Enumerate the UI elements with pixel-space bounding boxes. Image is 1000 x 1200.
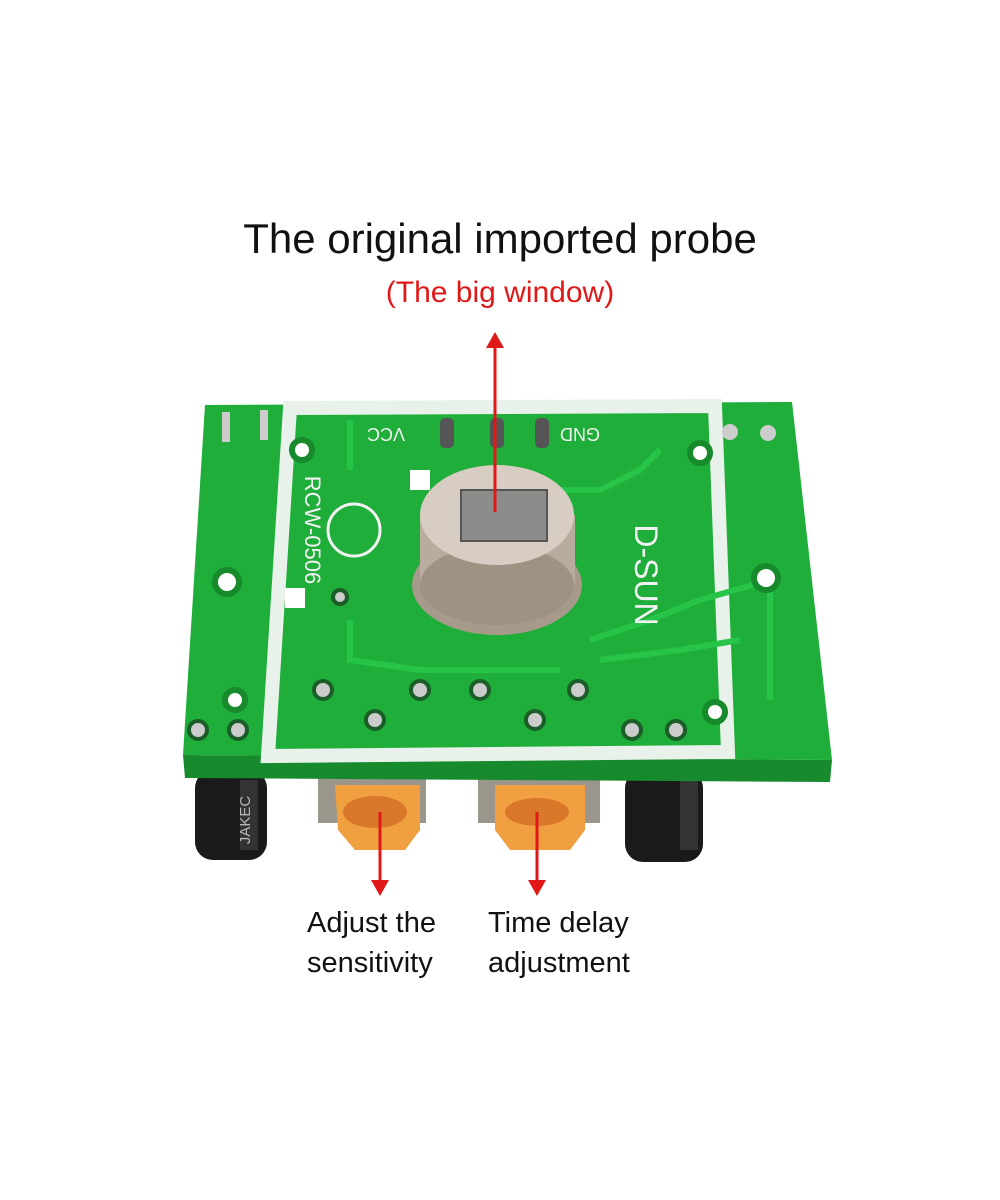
- square-pad: [285, 588, 305, 608]
- pcb-traces: [347, 420, 773, 700]
- capacitor-brand-label: JAKEC: [237, 796, 254, 845]
- sensitivity-potentiometer: [318, 778, 426, 850]
- model-label: RCW-0506: [300, 476, 325, 584]
- callout-line: sensitivity: [307, 947, 433, 979]
- title: The original imported probe: [243, 215, 757, 262]
- gnd-label: GND: [560, 424, 600, 444]
- sensitivity-callout: Adjust the sensitivity: [307, 903, 436, 983]
- capacitor-left: JAKEC: [195, 770, 267, 860]
- callout-line: Adjust the: [307, 907, 436, 939]
- time-delay-callout: Time delay adjustment: [488, 903, 630, 983]
- callout-line: Time delay: [488, 907, 629, 939]
- header-pins: [222, 410, 776, 448]
- time-delay-potentiometer: [478, 778, 600, 850]
- mounting-holes: [212, 437, 781, 725]
- arrows: [371, 332, 546, 896]
- time-delay-arrow-head: [528, 880, 546, 896]
- brand-label: D-SUN: [628, 524, 664, 625]
- vcc-label: VCC: [367, 424, 405, 444]
- silkscreen-outline: [260, 398, 736, 764]
- sensitivity-arrow-head: [371, 880, 389, 896]
- capacitor-right: [625, 770, 703, 862]
- solder-pads: [187, 588, 687, 741]
- subtitle: (The big window): [385, 276, 615, 309]
- callout-line: adjustment: [488, 947, 630, 979]
- square-pad: [410, 470, 430, 490]
- pir-sensor-can: [412, 465, 582, 635]
- rcw-logo: [326, 502, 382, 558]
- probe-arrow-head: [486, 332, 504, 348]
- sensor-window: [460, 489, 548, 542]
